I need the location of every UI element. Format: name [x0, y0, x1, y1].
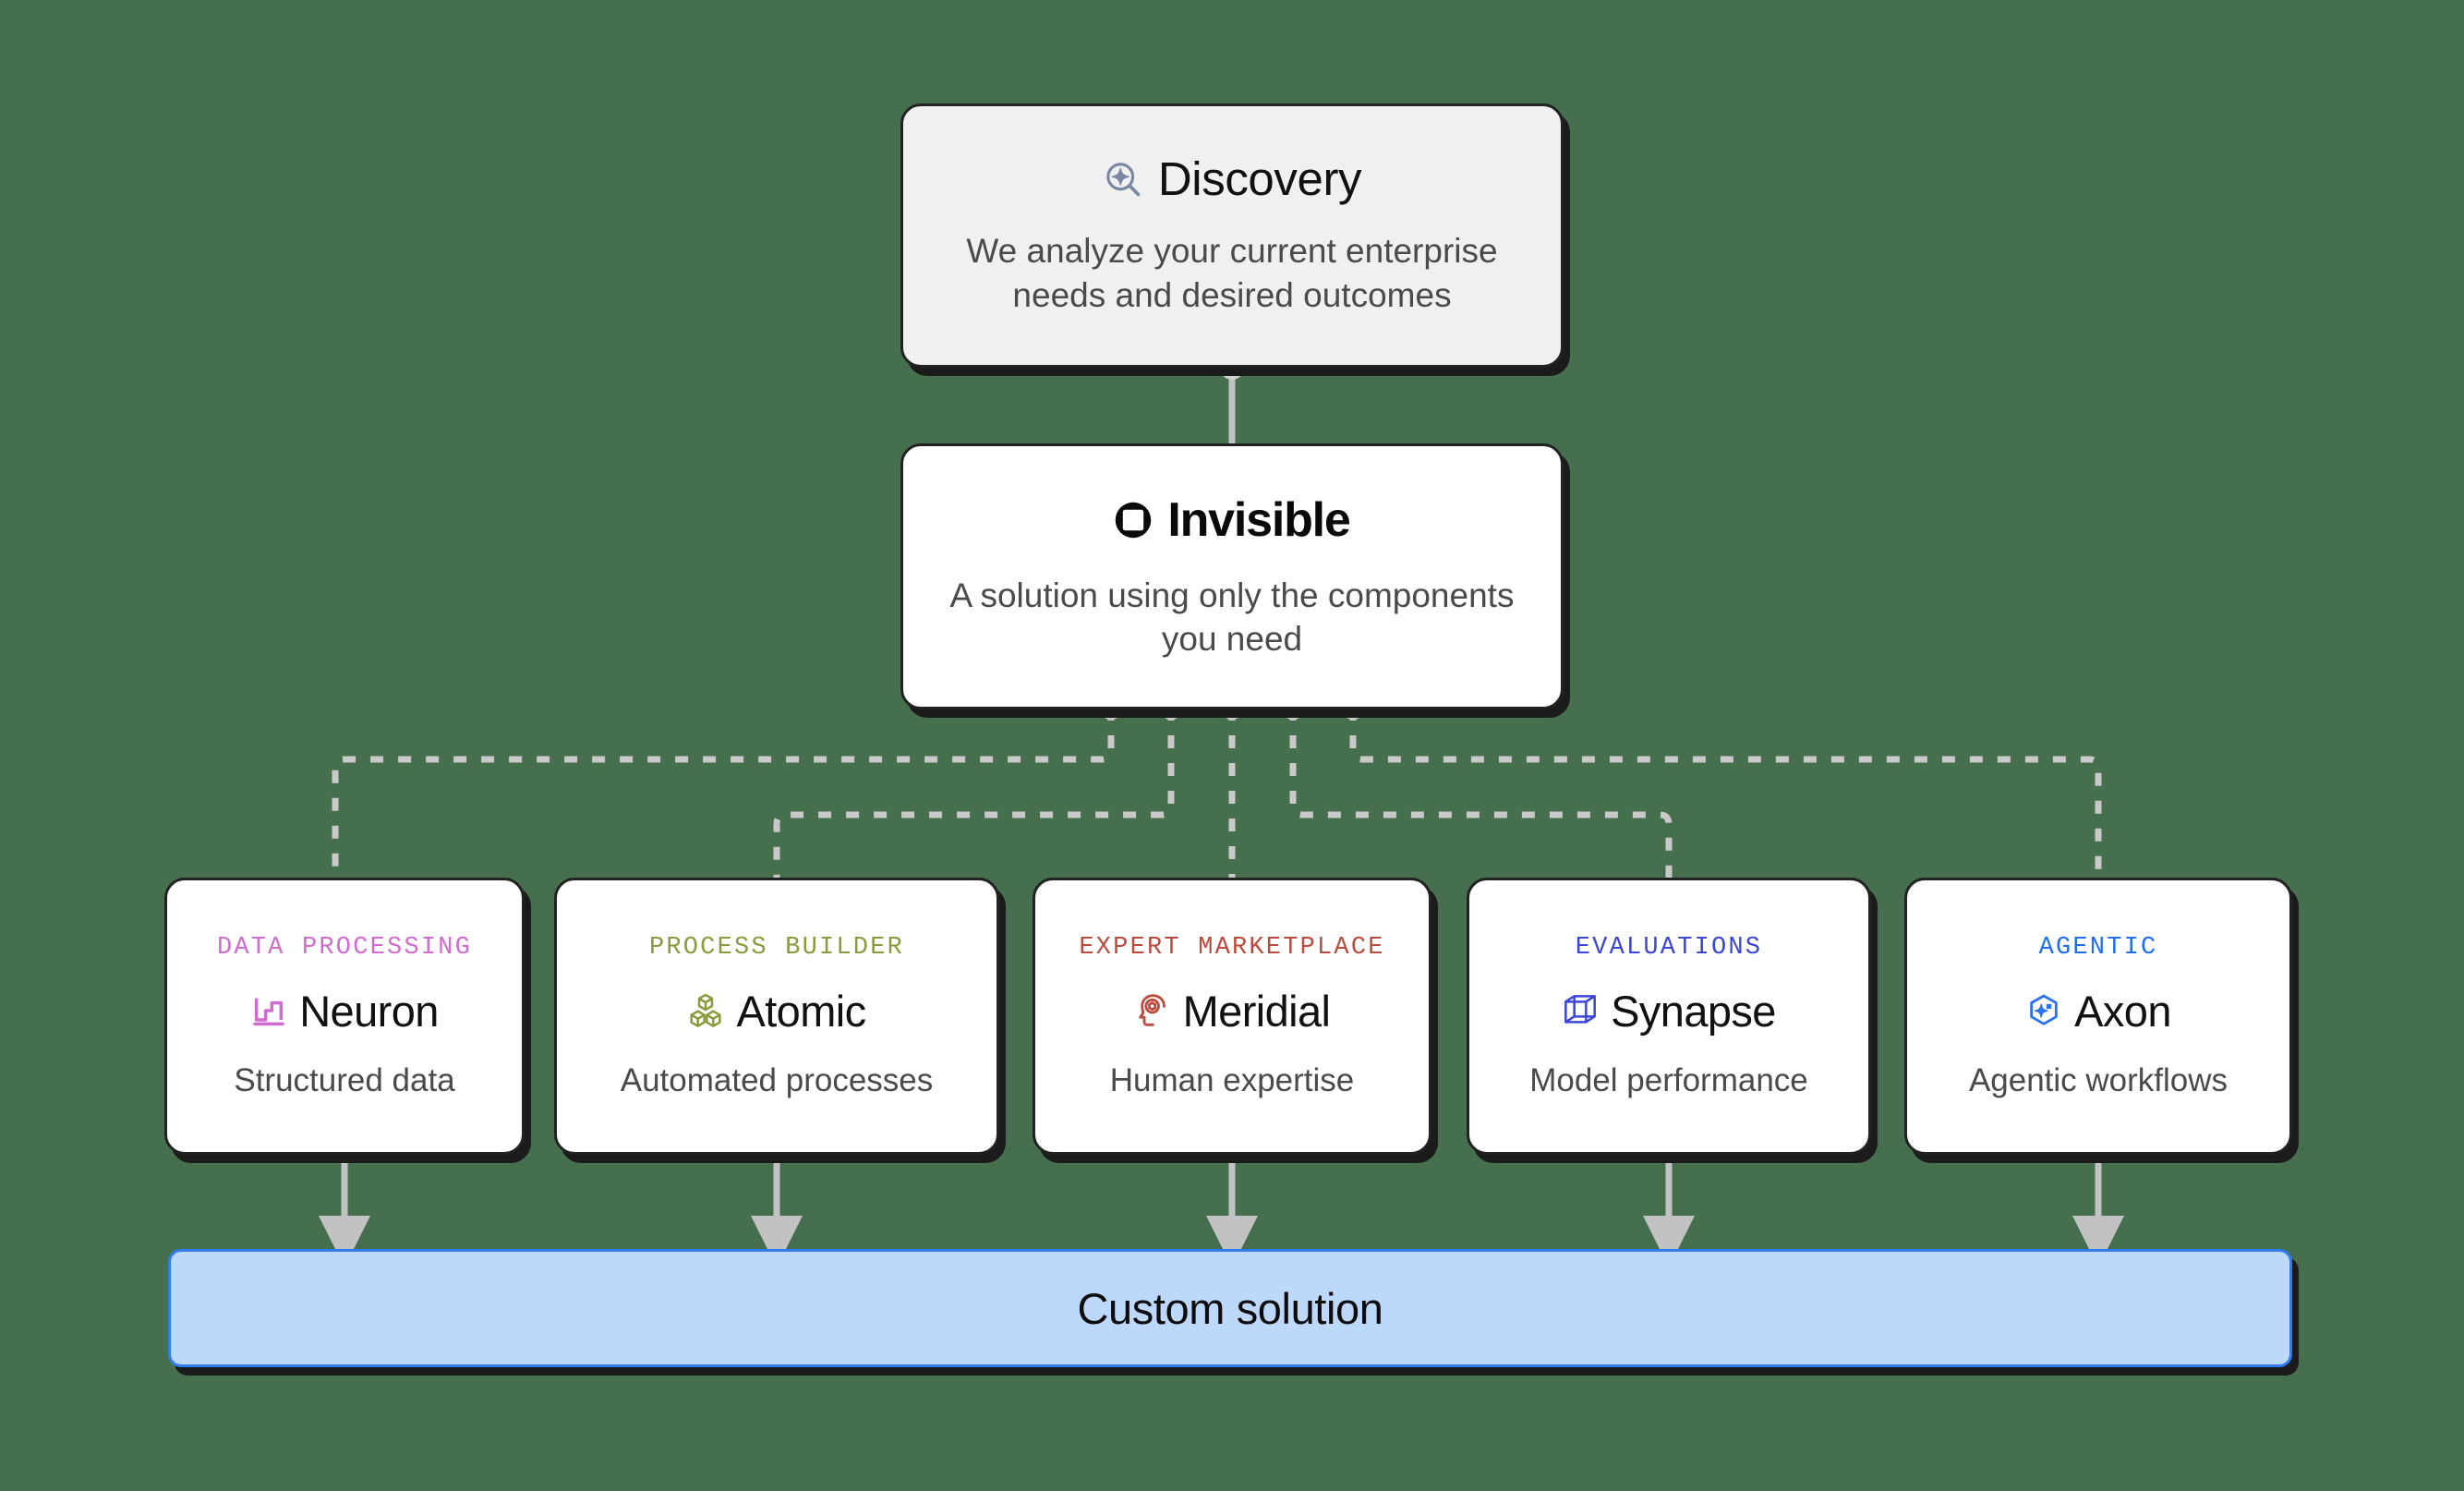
component-card-axon[interactable]: AGENTIC Axon Agentic workflows: [1904, 878, 2292, 1155]
hexagon-sparkle-icon: [2025, 992, 2062, 1029]
component-name-row-synapse: Synapse: [1562, 986, 1776, 1036]
component-name-neuron: Neuron: [299, 986, 439, 1036]
invisible-logo-icon: [1114, 501, 1153, 539]
component-kicker-synapse: EVALUATIONS: [1575, 933, 1763, 962]
component-subtitle-axon: Agentic workflows: [1968, 1061, 2228, 1098]
component-subtitle-atomic: Automated processes: [620, 1061, 934, 1098]
discovery-card[interactable]: Discovery We analyze your current enterp…: [900, 103, 1564, 368]
connector-discovery-to-invisible: [1220, 356, 1244, 443]
invisible-title: Invisible: [1167, 492, 1350, 547]
custom-solution-bar[interactable]: Custom solution: [168, 1249, 2292, 1367]
wireframe-cube-icon: [1562, 992, 1599, 1029]
component-subtitle-neuron: Structured data: [234, 1061, 455, 1098]
component-card-neuron[interactable]: DATA PROCESSING Neuron Structured data: [164, 878, 525, 1155]
invisible-description: A solution using only the components you…: [949, 576, 1515, 658]
connector-components-to-output: [319, 1155, 2124, 1267]
component-kicker-meridial: EXPERT MARKETPLACE: [1079, 933, 1385, 962]
component-name-atomic: Atomic: [736, 986, 866, 1036]
connector-invisible-to-components: [332, 708, 2102, 878]
component-name-row-atomic: Atomic: [687, 986, 866, 1036]
component-subtitle-synapse: Model performance: [1529, 1061, 1808, 1098]
bar-chart-icon: [250, 992, 287, 1029]
component-name-axon: Axon: [2074, 986, 2171, 1036]
component-card-synapse[interactable]: EVALUATIONS Synapse Model performance: [1467, 878, 1871, 1155]
component-name-meridial: Meridial: [1182, 986, 1331, 1036]
component-card-meridial[interactable]: EXPERT MARKETPLACE Meridial Human expert…: [1033, 878, 1431, 1155]
component-subtitle-meridial: Human expertise: [1109, 1061, 1355, 1098]
component-kicker-atomic: PROCESS BUILDER: [648, 933, 905, 962]
head-profile-icon: [1134, 992, 1171, 1029]
discovery-title: Discovery: [1157, 152, 1362, 205]
component-kicker-axon: AGENTIC: [2038, 933, 2158, 962]
discovery-title-row: Discovery: [1103, 152, 1362, 205]
component-name-synapse: Synapse: [1611, 986, 1776, 1036]
component-name-row-axon: Axon: [2025, 986, 2171, 1036]
discovery-description: We analyze your current enterprise needs…: [966, 232, 1498, 314]
component-name-row-neuron: Neuron: [250, 986, 439, 1036]
custom-solution-label: Custom solution: [1077, 1283, 1383, 1333]
stacked-cubes-icon: [687, 992, 724, 1029]
discovery-magnifier-icon: [1103, 159, 1143, 200]
invisible-card[interactable]: Invisible A solution using only the comp…: [900, 443, 1564, 709]
component-kicker-neuron: DATA PROCESSING: [216, 933, 473, 962]
component-card-atomic[interactable]: PROCESS BUILDER Atomic Automated process…: [554, 878, 999, 1155]
component-name-row-meridial: Meridial: [1134, 986, 1331, 1036]
invisible-title-row: Invisible: [1114, 492, 1351, 548]
